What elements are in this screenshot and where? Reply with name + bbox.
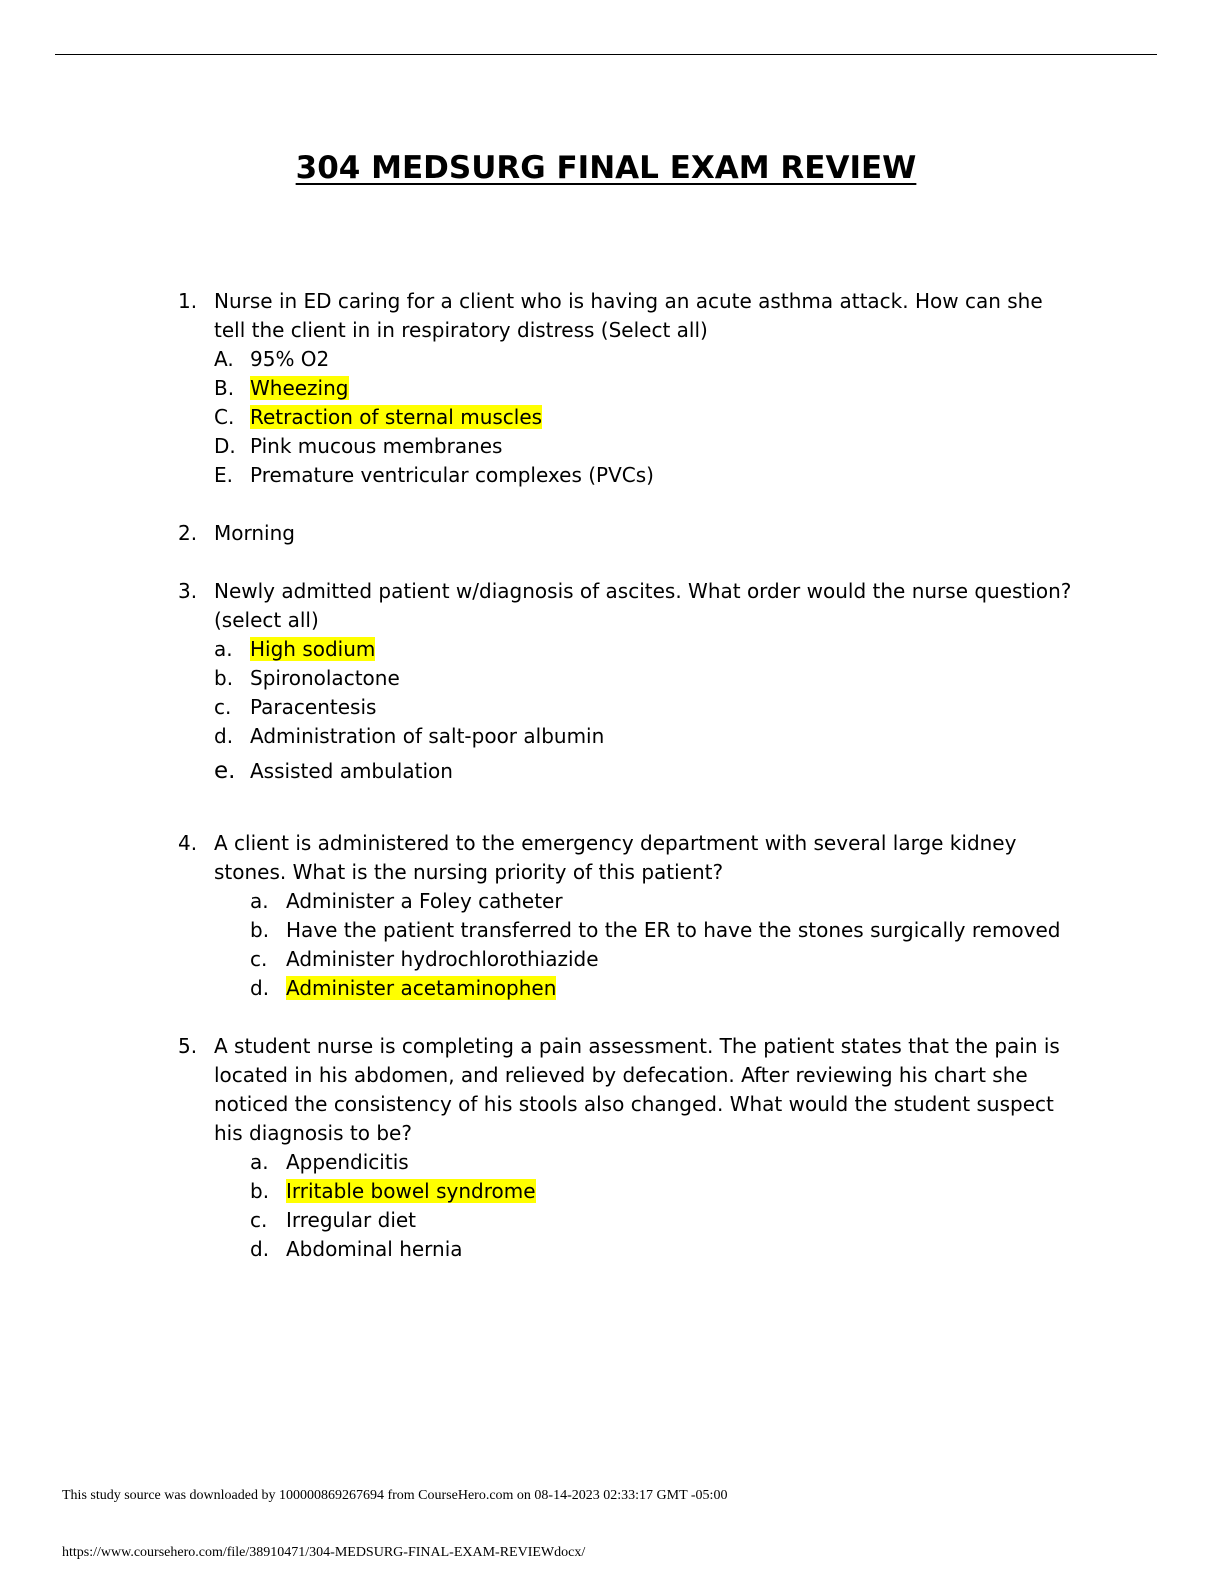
spacer xyxy=(0,490,1224,519)
option-letter: a. xyxy=(250,1150,269,1174)
question-number: 1. xyxy=(178,289,198,313)
option-letter: a. xyxy=(250,889,269,913)
spacer xyxy=(0,786,1224,829)
option-1c: C. Retraction of sternal muscles xyxy=(0,403,1224,432)
question-number: 3. xyxy=(178,579,198,603)
highlighted-answer: Wheezing xyxy=(250,376,349,400)
header-rule xyxy=(55,54,1157,55)
option-letter: d. xyxy=(250,976,270,1000)
question-4: 4. A client is administered to the emerg… xyxy=(0,829,1074,887)
question-text: Newly admitted patient w/diagnosis of as… xyxy=(214,579,1072,632)
option-letter: D. xyxy=(214,434,236,458)
highlighted-answer: High sodium xyxy=(250,637,376,661)
question-text: A client is administered to the emergenc… xyxy=(214,831,1017,884)
option-letter: A. xyxy=(214,347,234,371)
page-title: 304 MEDSURG FINAL EXAM REVIEW xyxy=(295,150,917,186)
question-3: 3. Newly admitted patient w/diagnosis of… xyxy=(0,577,1074,635)
question-number: 2. xyxy=(178,521,198,545)
option-3b: b. Spironolactone xyxy=(0,664,1224,693)
option-text: Assisted ambulation xyxy=(250,759,453,783)
option-text: Spironolactone xyxy=(250,666,400,690)
source-url[interactable]: https://www.coursehero.com/file/38910471… xyxy=(62,1545,586,1560)
spacer xyxy=(0,548,1224,577)
question-number: 4. xyxy=(178,831,198,855)
question-2: 2. Morning xyxy=(0,519,1074,548)
question-text: Morning xyxy=(214,521,295,545)
option-letter: C. xyxy=(214,405,235,429)
option-text: 95% O2 xyxy=(250,347,330,371)
question-1: 1. Nurse in ED caring for a client who i… xyxy=(0,287,1074,345)
option-5a: a. Appendicitis xyxy=(0,1148,1224,1177)
option-letter: E. xyxy=(214,463,233,487)
option-letter: d. xyxy=(250,1237,270,1261)
option-letter: B. xyxy=(214,376,235,400)
download-notice: This study source was downloaded by 1000… xyxy=(62,1488,728,1503)
option-text: Administer a Foley catheter xyxy=(286,889,563,913)
highlighted-answer: Irritable bowel syndrome xyxy=(286,1179,536,1203)
option-letter: c. xyxy=(250,1208,268,1232)
question-5: 5. A student nurse is completing a pain … xyxy=(0,1032,1074,1148)
option-1d: D. Pink mucous membranes xyxy=(0,432,1224,461)
option-letter: b. xyxy=(214,666,234,690)
option-text: Premature ventricular complexes (PVCs) xyxy=(250,463,654,487)
highlighted-answer: Retraction of sternal muscles xyxy=(250,405,543,429)
option-5d: d. Abdominal hernia xyxy=(0,1235,1224,1264)
option-text: Have the patient transferred to the ER t… xyxy=(286,918,1061,942)
option-text: Irregular diet xyxy=(286,1208,417,1232)
question-text: Nurse in ED caring for a client who is h… xyxy=(214,289,1043,342)
option-1e: E. Premature ventricular complexes (PVCs… xyxy=(0,461,1224,490)
option-text: Appendicitis xyxy=(286,1150,409,1174)
option-letter: d. xyxy=(214,724,234,748)
option-4d: d. Administer acetaminophen xyxy=(0,974,1224,1003)
option-4a: a. Administer a Foley catheter xyxy=(0,887,1224,916)
option-letter: a. xyxy=(214,637,233,661)
option-3e: e. Assisted ambulation xyxy=(0,757,1224,786)
option-text: Administer hydrochlorothiazide xyxy=(286,947,599,971)
option-letter: e. xyxy=(214,758,236,784)
option-4c: c. Administer hydrochlorothiazide xyxy=(0,945,1224,974)
option-1a: A. 95% O2 xyxy=(0,345,1224,374)
option-3a: a. High sodium xyxy=(0,635,1224,664)
option-letter: b. xyxy=(250,918,270,942)
option-letter: c. xyxy=(214,695,232,719)
option-3c: c. Paracentesis xyxy=(0,693,1224,722)
option-text: Paracentesis xyxy=(250,695,377,719)
option-text: Administration of salt-poor albumin xyxy=(250,724,605,748)
spacer xyxy=(0,1003,1224,1032)
option-3d: d. Administration of salt-poor albumin xyxy=(0,722,1224,751)
option-text: Pink mucous membranes xyxy=(250,434,503,458)
option-4b: b. Have the patient transferred to the E… xyxy=(0,916,1224,945)
question-list: 1. Nurse in ED caring for a client who i… xyxy=(0,287,1224,1264)
option-5b: b. Irritable bowel syndrome xyxy=(0,1177,1224,1206)
option-letter: b. xyxy=(250,1179,270,1203)
option-1b: B. Wheezing xyxy=(0,374,1224,403)
question-number: 5. xyxy=(178,1034,198,1058)
option-5c: c. Irregular diet xyxy=(0,1206,1224,1235)
question-text: A student nurse is completing a pain ass… xyxy=(214,1034,1060,1145)
option-letter: c. xyxy=(250,947,268,971)
option-text: Abdominal hernia xyxy=(286,1237,463,1261)
highlighted-answer: Administer acetaminophen xyxy=(286,976,557,1000)
